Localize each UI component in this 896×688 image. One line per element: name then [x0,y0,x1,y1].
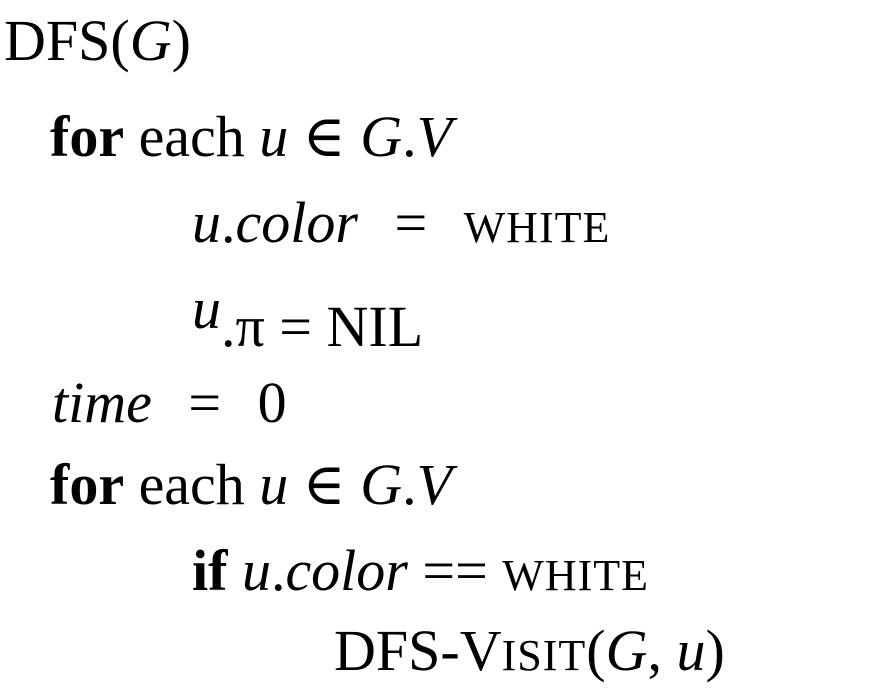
open-paren: ( [586,618,606,683]
var-u: u [259,452,289,517]
call-v: V [459,618,502,683]
field-pi: π [235,294,265,359]
loop-line-2: for each u ∈ G.V [50,456,452,514]
text-each: each [138,452,245,517]
set-v: V [416,452,453,517]
set-v: V [416,104,453,169]
value-nil: NIL [326,294,424,359]
arg-g: G [605,618,648,683]
close-paren: ) [705,618,725,683]
comma: , [647,618,662,683]
var-u: u [241,538,271,603]
op-in: ∈ [302,452,346,517]
procedure-close-paren: ) [171,8,191,73]
op-assign: = [394,190,428,255]
op-assign: = [279,294,313,359]
assign-time-line: time = 0 [52,374,287,432]
var-u: u [259,104,289,169]
dot: . [402,104,417,169]
set-g: G [360,452,403,517]
var-time: time [52,370,152,435]
var-u: u [192,276,221,341]
call-prefix: DFS- [334,618,460,683]
field-color: color [235,190,358,255]
if-line: if u.color == WHITE [192,542,649,600]
value-zero: 0 [257,370,287,435]
assign-color-line: u.color = WHITE [192,194,610,252]
value-white: WHITE [502,551,650,600]
procedure-arg: G [129,8,172,73]
text-each: each [138,104,245,169]
set-g: G [360,104,403,169]
call-line: DFS-VISIT(G, u) [334,622,725,680]
assign-pi-line: u.π = NIL [192,280,423,356]
field-color: color [285,538,408,603]
keyword-for: for [50,104,125,169]
keyword-for: for [50,452,125,517]
value-white: WHITE [463,203,611,252]
arg-u: u [676,618,706,683]
dot: . [221,190,236,255]
keyword-if: if [192,538,228,603]
var-u: u [192,190,221,255]
procedure-header: DFS(G) [4,12,191,70]
procedure-name: DFS( [4,8,130,73]
op-in: ∈ [302,104,346,169]
op-assign: = [188,370,222,435]
op-equals: == [422,538,488,603]
dot: . [270,538,286,603]
call-rest: ISIT [501,631,587,680]
loop-line-1: for each u ∈ G.V [50,108,452,166]
dot: . [221,294,236,359]
dot: . [402,452,417,517]
